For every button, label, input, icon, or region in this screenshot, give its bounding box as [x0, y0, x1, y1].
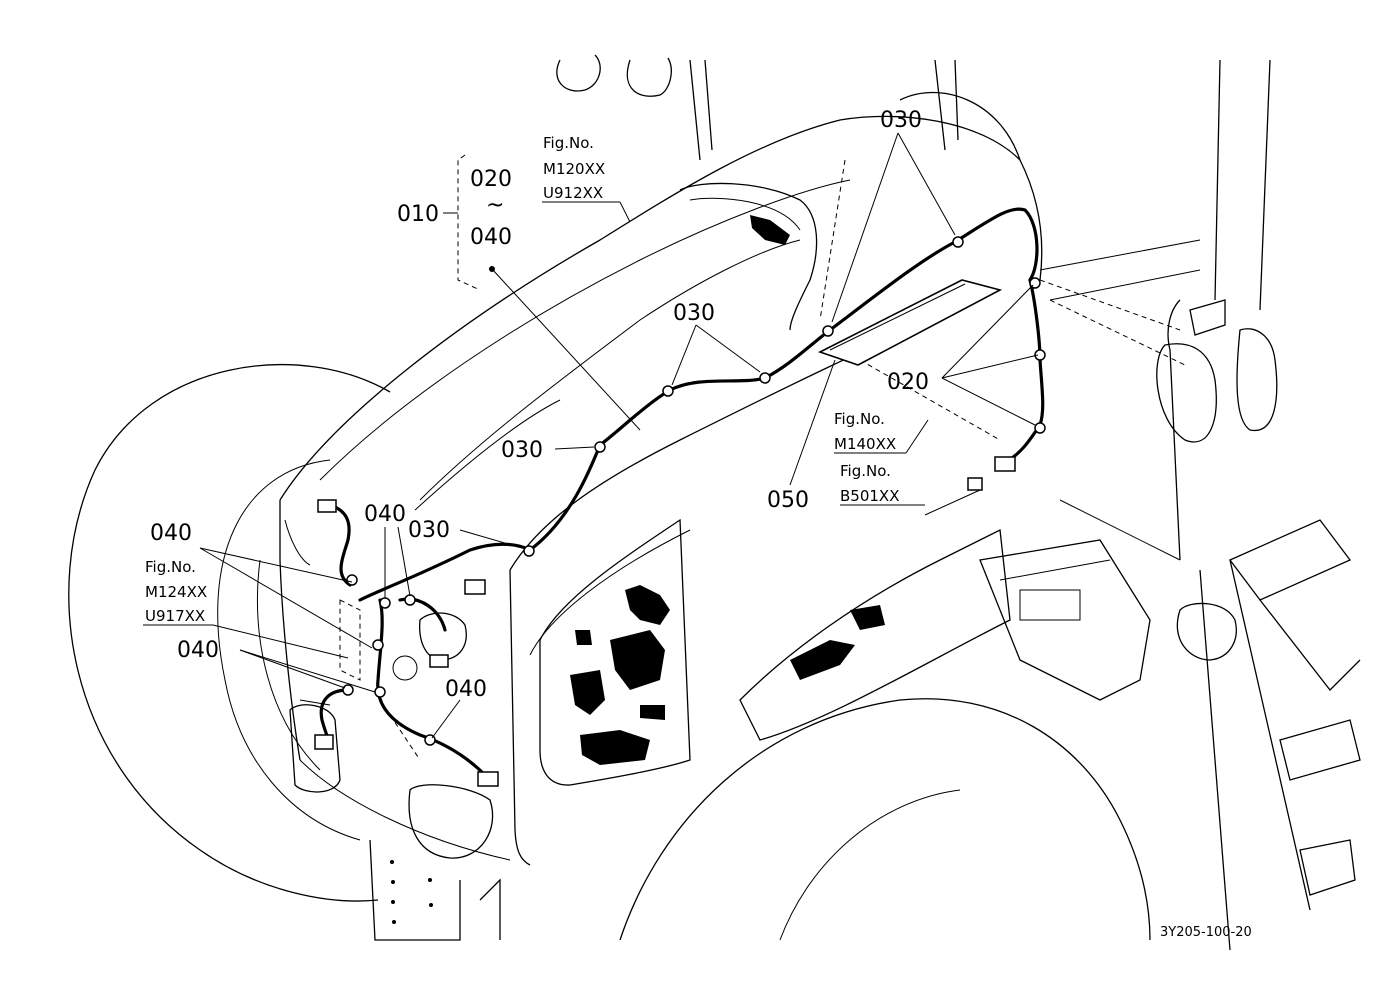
- drawing-code: 3Y205-100-20: [1160, 925, 1252, 940]
- label-050: 050: [767, 488, 809, 513]
- label-010: 010: [397, 202, 439, 227]
- label-040-left-lower: 040: [177, 638, 219, 663]
- label-030-left: 030: [501, 438, 543, 463]
- tractor-line-art: [68, 54, 1361, 951]
- label-030-lower: 030: [408, 518, 450, 543]
- label-040-left-top: 040: [150, 521, 192, 546]
- plate-part-050: [817, 279, 1003, 366]
- fig-ref-top-code2: U912XX: [543, 184, 603, 202]
- label-030-top-right: 030: [880, 108, 922, 133]
- fig-ref-middle-title: Fig.No.: [834, 410, 885, 428]
- leader-lines: [143, 132, 1039, 739]
- fig-ref-middle-code1: M140XX: [834, 435, 896, 453]
- wiring-harness: [314, 207, 1046, 787]
- label-040-center: 040: [364, 502, 406, 527]
- label-030-middle: 030: [673, 301, 715, 326]
- label-020-right: 020: [887, 370, 929, 395]
- fig-ref-left-title: Fig.No.: [145, 558, 196, 576]
- fig-ref-left-code1: M124XX: [145, 583, 207, 601]
- fig-ref-lower-title: Fig.No.: [840, 462, 891, 480]
- label-020-range: 020: [470, 167, 512, 192]
- fig-ref-top-title: Fig.No.: [543, 134, 594, 152]
- label-tilde: ~: [486, 193, 504, 218]
- fig-ref-lower-code1: B501XX: [840, 487, 899, 505]
- label-040-range: 040: [470, 225, 512, 250]
- fig-ref-left-code2: U917XX: [145, 607, 205, 625]
- label-040-right-lower: 040: [445, 677, 487, 702]
- fig-ref-top-code1: M120XX: [543, 160, 605, 178]
- callout-labels: 010 020 ~ 040 030 030 030 030 020 050 04…: [145, 108, 1252, 940]
